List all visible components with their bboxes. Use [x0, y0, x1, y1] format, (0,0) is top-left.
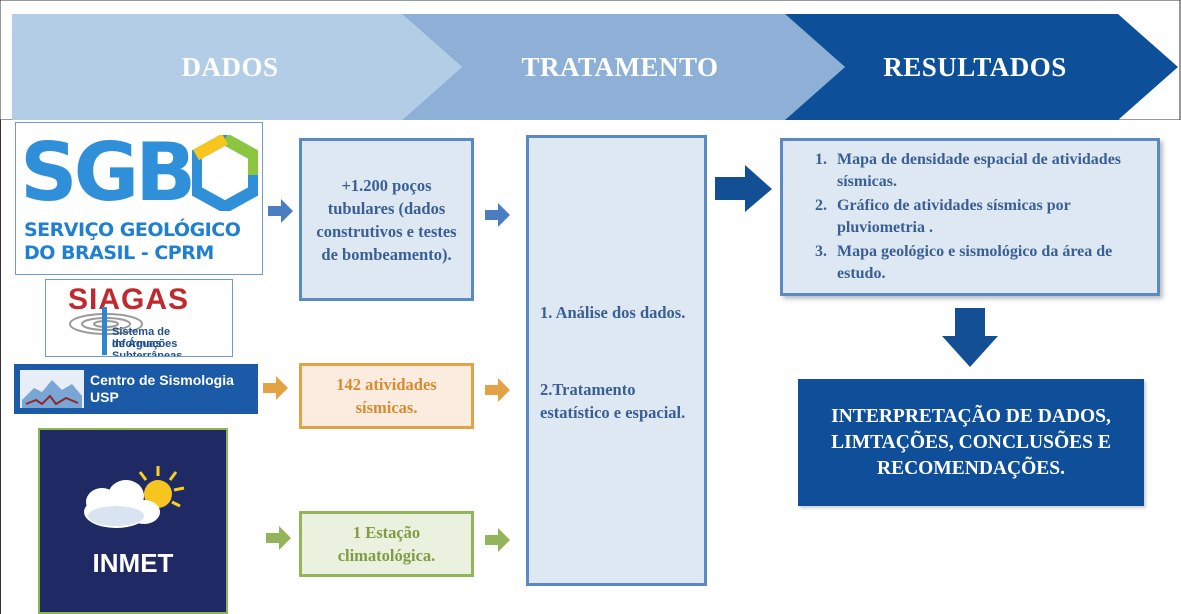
treatment-item-1: 1. Análise dos dados.	[540, 303, 686, 322]
arrow-right-icon	[485, 528, 510, 552]
sgb-logo-mark: SGB	[20, 126, 196, 219]
results-item: Gráfico de atividades sísmicas por pluvi…	[831, 195, 1145, 239]
sun-cloud-icon	[84, 466, 185, 528]
sgb-logo-line1: SERVIÇO GEOLÓGICO	[24, 219, 241, 241]
chevron-tratamento	[402, 14, 845, 120]
inmet-logo-mark: INMET	[92, 548, 174, 578]
sismologia-logo: Centro de Sismologia USP	[14, 364, 258, 414]
conclusion-box: INTERPRETAÇÃO DE DADOS, LIMTAÇÕES, CONCL…	[798, 379, 1144, 506]
treatment-box: 1. Análise dos dados. 2.Tratamento estat…	[526, 135, 707, 586]
sgb-hexagon-icon	[192, 135, 258, 211]
header-dados: DADOS	[181, 52, 279, 82]
arrow-right-icon	[263, 376, 288, 400]
siagas-logo: SIAGAS Sistema de Informações de Águas S…	[45, 279, 233, 357]
results-item: Mapa de densidade espacial de atividades…	[831, 149, 1145, 193]
siagas-logo-mark: SIAGAS	[68, 283, 190, 316]
siagas-drop-line	[102, 307, 107, 355]
arrow-right-icon	[485, 378, 510, 402]
siagas-logo-line1: Sistema de Informações	[112, 326, 178, 350]
inmet-logo: INMET	[38, 428, 228, 614]
header-resultados: RESULTADOS	[883, 52, 1067, 82]
chevron-resultados	[785, 14, 1178, 120]
chevron-banner	[0, 0, 1181, 120]
sgb-logo: SGB SERVIÇO GEOLÓGICO DO BRASIL - CPRM	[15, 122, 263, 275]
climate-data-box: 1 Estação climatológica.	[299, 511, 474, 577]
arrow-right-icon	[485, 203, 510, 227]
arrow-right-icon	[268, 199, 293, 223]
results-list: Mapa de densidade espacial de atividades…	[783, 149, 1155, 285]
arrow-right-icon	[715, 165, 772, 212]
results-box: Mapa de densidade espacial de atividades…	[780, 138, 1160, 296]
seismic-data-box: 142 atividades sísmicas.	[299, 363, 474, 429]
sismologia-logo-line2: USP	[90, 389, 119, 405]
sgb-logo-line2: DO BRASIL - CPRM	[24, 242, 214, 264]
siagas-logo-line2: de Águas Subterrâneas	[112, 338, 183, 357]
header-tratamento: TRATAMENTO	[521, 52, 719, 82]
seismograph-icon	[20, 370, 84, 408]
wells-data-box: +1.200 poços tubulares (dados construtiv…	[299, 138, 474, 301]
sismologia-logo-line1: Centro de Sismologia	[90, 372, 234, 388]
treatment-item-2: 2.Tratamento estatístico e espacial.	[540, 380, 686, 422]
arrow-down-icon	[942, 308, 998, 367]
arrow-right-icon	[266, 526, 291, 550]
chevron-dados	[12, 14, 462, 120]
frame-left-border	[0, 120, 1, 614]
results-item: Mapa geológico e sismológico da área de …	[831, 241, 1145, 285]
